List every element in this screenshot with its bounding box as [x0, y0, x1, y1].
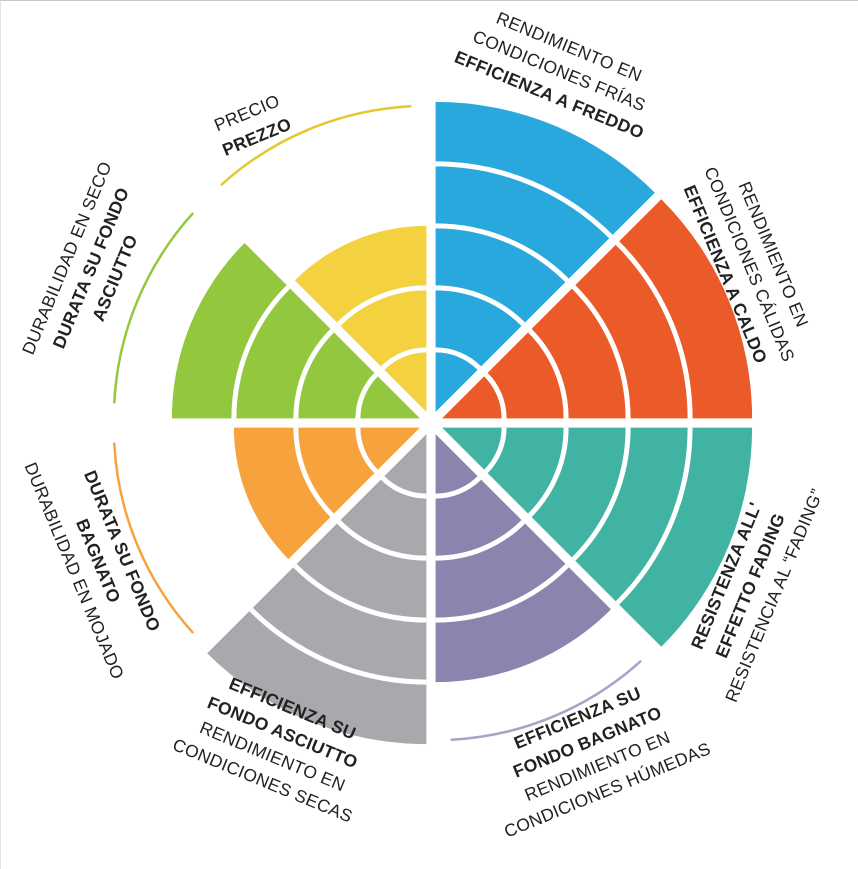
max-level-arc-wet-performance — [450, 660, 642, 741]
ring-divider — [435, 520, 526, 561]
sector-wet-performance — [435, 434, 642, 741]
ring-divider — [380, 347, 427, 370]
wedge-dry-durability — [171, 243, 420, 419]
sector-price — [220, 105, 427, 412]
max-level-arc-wet-durability — [113, 442, 194, 634]
ring-divider — [435, 161, 613, 239]
ring-divider — [571, 427, 631, 561]
ring-divider — [355, 427, 378, 474]
wedge-wet-performance — [435, 434, 611, 683]
ring-divider — [571, 285, 631, 419]
ring-divider — [293, 427, 334, 518]
ring-divider — [435, 476, 482, 499]
ring-divider — [528, 328, 569, 419]
wedge-wet-durability — [233, 427, 420, 560]
ring-divider — [336, 285, 427, 326]
ring-divider — [615, 241, 693, 419]
ring-divider — [435, 563, 569, 623]
ring-divider — [435, 223, 569, 283]
ring-divider — [435, 285, 526, 326]
sector-dry-performance — [207, 434, 427, 745]
wedge-price — [294, 225, 427, 412]
ring-divider — [528, 427, 569, 518]
ring-divider — [336, 520, 427, 561]
sector-wet-durability — [113, 427, 420, 634]
ring-divider — [484, 427, 507, 474]
wedge-heat-performance — [442, 199, 753, 419]
wedge-cold-performance — [435, 101, 655, 412]
ring-divider — [435, 347, 482, 370]
ring-divider — [293, 328, 334, 419]
wedge-dry-performance — [207, 434, 427, 745]
ring-divider — [380, 476, 427, 499]
ring-divider — [615, 427, 693, 605]
max-level-arc-price — [220, 105, 412, 186]
max-level-arc-dry-durability — [113, 212, 194, 404]
sector-cold-performance — [435, 101, 655, 412]
sector-fading-resistance — [442, 427, 753, 647]
sector-dry-durability — [113, 212, 420, 419]
ring-divider — [293, 563, 427, 623]
ring-divider — [249, 607, 427, 685]
wedge-fading-resistance — [442, 427, 753, 647]
ring-divider — [355, 372, 378, 419]
sector-heat-performance — [442, 199, 753, 419]
ring-divider — [231, 285, 291, 419]
ring-divider — [484, 372, 507, 419]
